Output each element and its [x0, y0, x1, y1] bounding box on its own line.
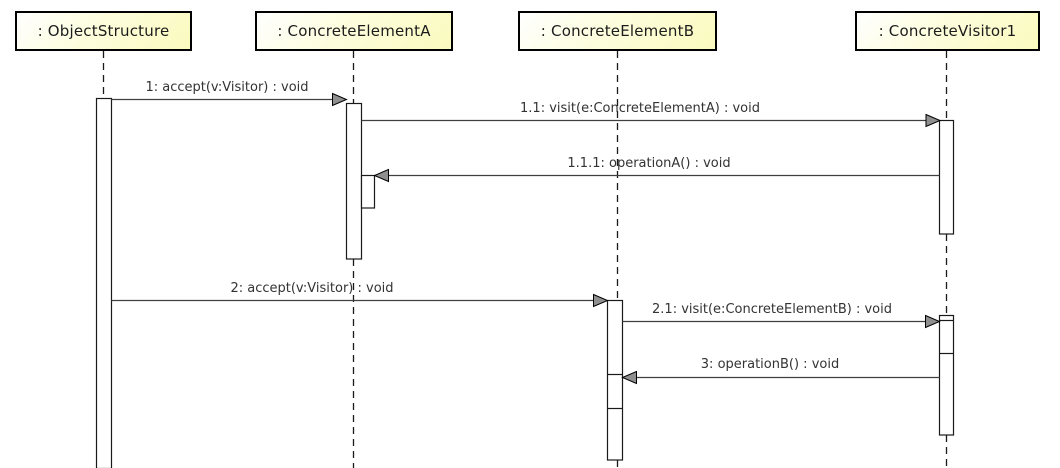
lifeline-head-concretevisitor1: : ConcreteVisitor1: [855, 11, 1040, 51]
message-label-2-1: 2.1: visit(e:ConcreteElementB) : void: [652, 302, 892, 317]
messages-group: [111, 98, 940, 379]
message-arrowhead-icon: [621, 370, 637, 385]
message-label-1-1: 1.1: visit(e:ConcreteElementA) : void: [520, 101, 760, 116]
message-arrowhead-icon: [925, 113, 942, 128]
message-label-2: 2: accept(v:Visitor) : void: [230, 281, 394, 296]
message-arrowhead-icon: [373, 168, 389, 183]
activation-bar-concreteelementa-nested: [360, 174, 376, 209]
lifeline-head-label: : ConcreteElementB: [540, 22, 695, 40]
lifeline-head-objectstructure: : ObjectStructure: [15, 11, 192, 51]
lifeline-head-concreteelementb: : ConcreteElementB: [518, 11, 717, 51]
activation-bar-concreteelementb: [606, 299, 624, 461]
message-arrowhead-icon: [593, 293, 609, 308]
message-label-1: 1: accept(v:Visitor) : void: [145, 80, 309, 95]
message-arrowhead-icon: [332, 92, 348, 107]
activation-bar-concreteelementa: [345, 102, 363, 260]
activation-bar-concretevisitor1-second: [938, 314, 955, 436]
message-label-1-1-1: 1.1.1: operationA() : void: [567, 156, 731, 171]
arrowheads-group: [332, 92, 942, 385]
lifeline-head-label: : ObjectStructure: [37, 22, 170, 40]
message-arrowhead-icon: [925, 314, 941, 329]
message-label-3: 3: operationB() : void: [700, 357, 840, 372]
lifeline-head-concreteelementa: : ConcreteElementA: [255, 11, 453, 51]
activations-group: [95, 97, 955, 468]
lifeline-head-label: : ConcreteElementA: [277, 22, 431, 40]
lifeline-head-label: : ConcreteVisitor1: [878, 22, 1017, 40]
activation-bar-objectstructure: [95, 97, 113, 468]
activation-bar-concretevisitor1-first: [938, 119, 955, 235]
